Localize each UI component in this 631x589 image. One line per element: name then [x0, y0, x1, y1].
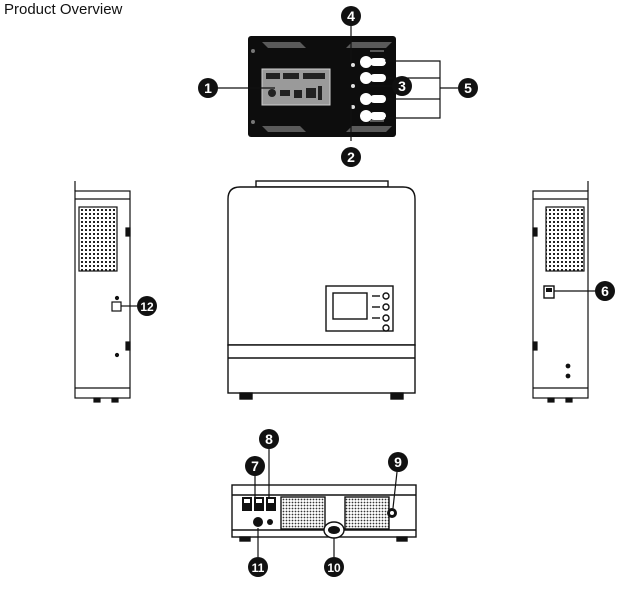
callout-10: 10: [324, 557, 344, 577]
callout-7: 7: [245, 456, 265, 476]
callout-9: 9: [388, 452, 408, 472]
svg-text:12: 12: [140, 300, 154, 314]
svg-text:7: 7: [251, 458, 259, 474]
callout-3: 3: [392, 76, 412, 96]
callout-11: 11: [248, 557, 268, 577]
svg-text:2: 2: [347, 149, 355, 165]
callout-8: 8: [259, 429, 279, 449]
callout-12: 12: [137, 296, 157, 316]
led-indicator-3: [351, 105, 355, 109]
leader-lines-bottom: [254, 448, 398, 557]
function-button-1[interactable]: [360, 56, 386, 68]
cable-gland: [387, 508, 397, 518]
svg-text:8: 8: [265, 431, 273, 447]
callout-6: 6: [595, 281, 615, 301]
svg-text:4: 4: [347, 8, 355, 24]
callout-1: 1: [198, 78, 218, 98]
function-button-2[interactable]: [360, 72, 386, 84]
right-side-view: [532, 181, 589, 403]
control-panel: [248, 36, 396, 137]
svg-text:3: 3: [398, 78, 406, 94]
svg-text:10: 10: [327, 561, 341, 575]
function-button-4[interactable]: [360, 110, 386, 122]
rs232-port: [111, 301, 122, 312]
svg-text:5: 5: [464, 80, 472, 96]
callout-5: 5: [458, 78, 478, 98]
input-output-terminals: [242, 497, 276, 511]
front-view: [227, 180, 416, 400]
battery-input-port: [323, 521, 345, 539]
function-button-3[interactable]: [360, 93, 386, 105]
svg-text:9: 9: [394, 454, 402, 470]
led-indicator-2: [351, 84, 355, 88]
lcd-display: [261, 68, 331, 106]
callout-4: 4: [341, 6, 361, 26]
led-indicator-1: [351, 63, 355, 67]
svg-text:11: 11: [252, 561, 265, 575]
left-side-view: [74, 181, 131, 403]
circuit-breaker[interactable]: [253, 517, 263, 527]
callout-2: 2: [341, 147, 361, 167]
page-title: Product Overview: [4, 1, 123, 18]
leader-lines-top: [217, 25, 458, 141]
svg-text:1: 1: [204, 80, 212, 96]
svg-text:6: 6: [601, 283, 609, 299]
